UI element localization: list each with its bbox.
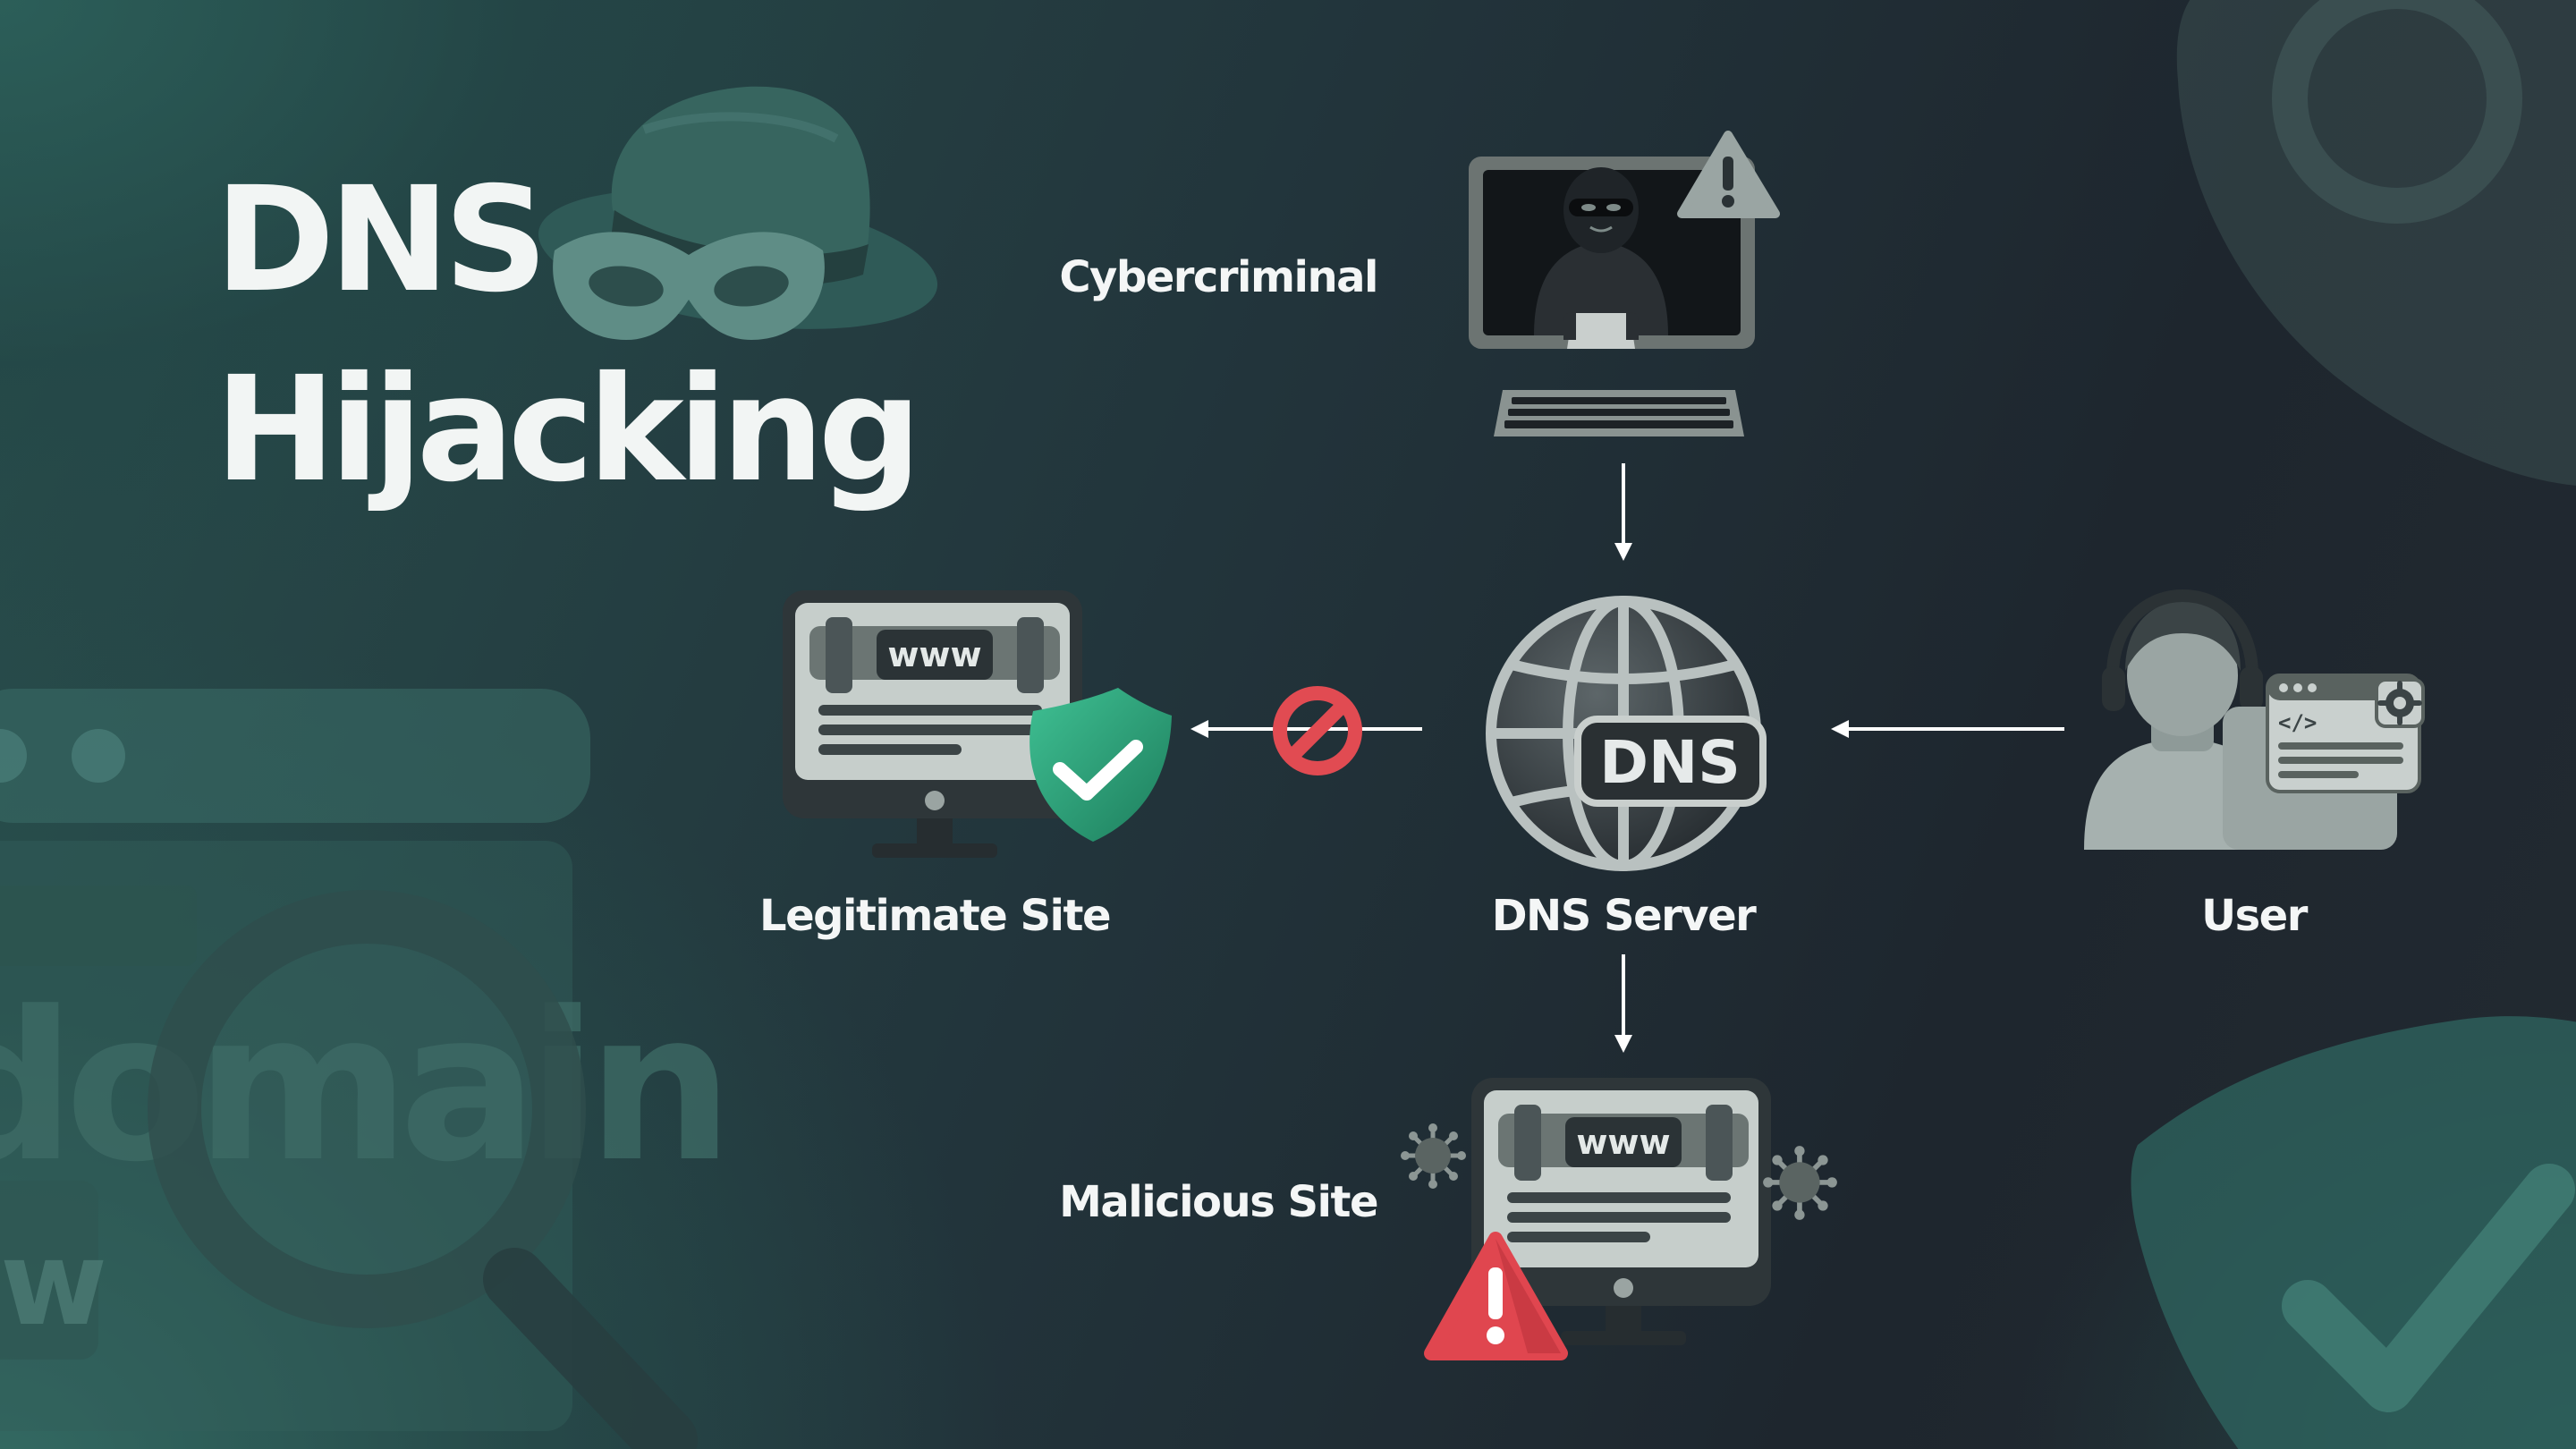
spy-mask-icon xyxy=(553,232,825,340)
malicious-site-monitor-icon: www xyxy=(1471,1078,1771,1345)
dns-server-label: DNS Server xyxy=(1491,891,1757,941)
warning-triangle-icon xyxy=(1677,131,1780,218)
browser-window-watermark-icon: w domain xyxy=(0,689,733,1431)
warning-triangle-red-icon xyxy=(1424,1232,1568,1360)
magnifier-icon xyxy=(148,890,698,1449)
gear-icon xyxy=(2375,678,2425,728)
decor-domain-text: domain xyxy=(0,969,723,1208)
dns-badge: DNS xyxy=(1574,716,1767,807)
cybercriminal-label: Cybercriminal xyxy=(1059,252,1378,302)
legitimate-site-www-text: www xyxy=(887,635,981,674)
shield-watermark-icon xyxy=(2176,0,2576,486)
dns-badge-text: DNS xyxy=(1599,728,1741,797)
virus-icon xyxy=(1401,1123,1466,1189)
shield-check-icon xyxy=(1030,688,1172,842)
legitimate-site-label: Legitimate Site xyxy=(759,891,1112,941)
blocked-icon xyxy=(1273,686,1362,775)
code-window-icon: </> xyxy=(2223,674,2425,850)
user-label: User xyxy=(2201,891,2308,941)
malicious-site-www-text: www xyxy=(1576,1123,1670,1162)
shield-check-watermark-icon xyxy=(2131,1016,2576,1449)
legitimate-site-monitor-icon: www xyxy=(783,590,1082,858)
decor-box-text: w xyxy=(0,1216,107,1352)
code-tag-text: </> xyxy=(2278,710,2317,735)
malicious-site-label: Malicious Site xyxy=(1059,1177,1378,1227)
title-line-hijacking: Hijacking xyxy=(215,346,922,514)
title-line-dns: DNS xyxy=(215,157,548,325)
virus-icon xyxy=(1763,1146,1837,1220)
